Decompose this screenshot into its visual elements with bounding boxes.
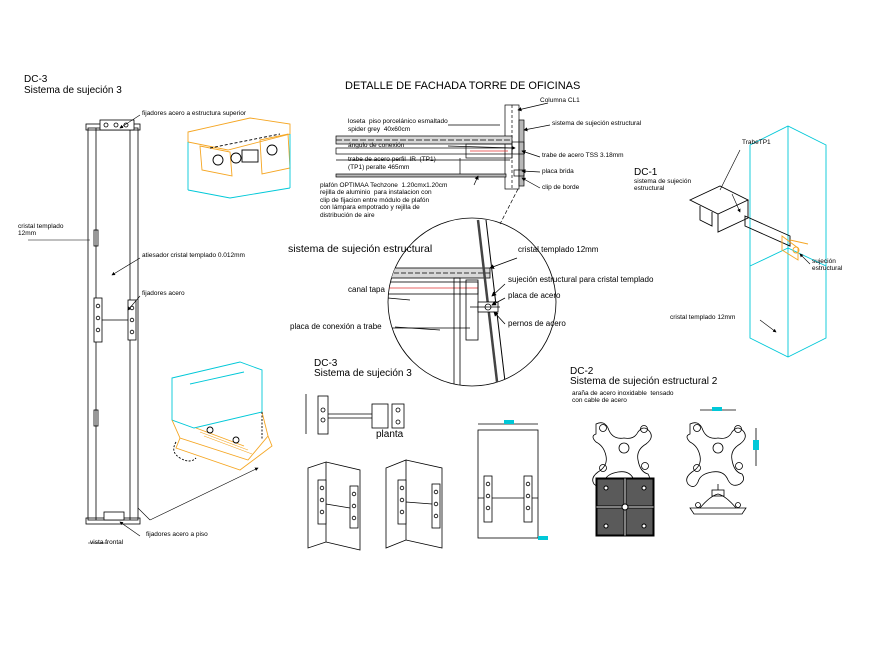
- dc3-label-top-fixers: fijadores acero a estructura superior: [142, 110, 247, 117]
- dc3-elevation-2: [385, 459, 443, 549]
- circle-label-canal: canal tapa: [348, 285, 385, 294]
- dc3-label-front-view: vista frontal: [90, 539, 124, 546]
- dc3-label-brace: atiesador cristal templado 0.012mm: [142, 252, 245, 259]
- section-label-column: Columna CL1: [540, 97, 580, 104]
- dc2-glass-panels: [595, 477, 655, 537]
- dc1-label-beam: TrabeTP1: [742, 139, 771, 146]
- circle-label-plate-conn: placa de conexión a trabe: [290, 322, 382, 331]
- circle-label-bolts: pernos de acero: [508, 319, 566, 328]
- dc1-glass-wall: [688, 125, 827, 358]
- dc1-title: sistema de sujeción estructural: [634, 178, 692, 193]
- dc3-mid-code: DC-3: [314, 358, 338, 369]
- dc3-front-view: [85, 119, 141, 525]
- dc1-code: DC-1: [634, 167, 658, 178]
- dc1-label-fix: sujeción estructural: [812, 258, 843, 273]
- section-label-beam-tss: trabe de acero TSS 3.18mm: [542, 152, 624, 159]
- section-label-angle: ángulo de conexión: [348, 142, 405, 149]
- dc3-leaders: [28, 114, 259, 544]
- dc2-spider-profile: [689, 484, 747, 515]
- dc3-elevation-1: [307, 461, 361, 551]
- dc3-label-glass: cristal templado 12mm: [18, 223, 64, 237]
- circle-label-glass: cristal templado 12mm: [518, 245, 599, 254]
- circle-label-fix: sujeción estructural para cristal templa…: [508, 275, 654, 284]
- dc3-mid-plan: planta: [376, 429, 404, 440]
- circle-detail: [387, 217, 557, 387]
- dc2-code: DC-2: [570, 366, 594, 377]
- dc3-code: DC-3: [24, 74, 48, 85]
- section-label-struct: sistema de sujeción estructural: [552, 120, 642, 127]
- section-label-plate: placa brida: [542, 168, 574, 175]
- section-label-ceiling: plafón OPTIMAA Techzone 1.20cmx1.20cm re…: [320, 182, 448, 219]
- dc3-label-fixers: fijadores acero: [142, 290, 185, 297]
- dc3-elevation-3: [477, 420, 548, 540]
- facade-section: [335, 102, 551, 225]
- section-label-floor: loseta piso porcelánico esmaltado spider…: [348, 118, 448, 133]
- dc3-label-floor-fixers: fijadores acero a piso: [146, 531, 208, 538]
- dc2-spider-front: [592, 422, 652, 487]
- dc2-desc: araña de acero inoxidable tensado con ca…: [572, 390, 674, 405]
- section-label-clip: clip de borde: [542, 184, 580, 191]
- dc3-plan: [305, 394, 405, 435]
- dc3-mid-title: Sistema de sujeción 3: [314, 368, 412, 379]
- dc1-label-glass: cristal templado 12mm: [670, 314, 736, 321]
- dc2-spider-side: [686, 407, 759, 487]
- circle-label-plate-steel: placa de acero: [508, 291, 561, 300]
- circle-title: sistema de sujeción estructural: [288, 243, 433, 255]
- dc3-title: Sistema de sujeción 3: [24, 85, 122, 96]
- detail-title: DETALLE DE FACHADA TORRE DE OFICINAS: [345, 80, 581, 92]
- dc2-title: Sistema de sujeción estructural 2: [570, 376, 718, 387]
- dc3-bottom-bracket-iso: [171, 361, 273, 471]
- section-label-beam-profile: trabe de acero perfil IR (TP1) (TP1) per…: [348, 156, 436, 171]
- dc3-top-bracket-iso: [187, 117, 291, 199]
